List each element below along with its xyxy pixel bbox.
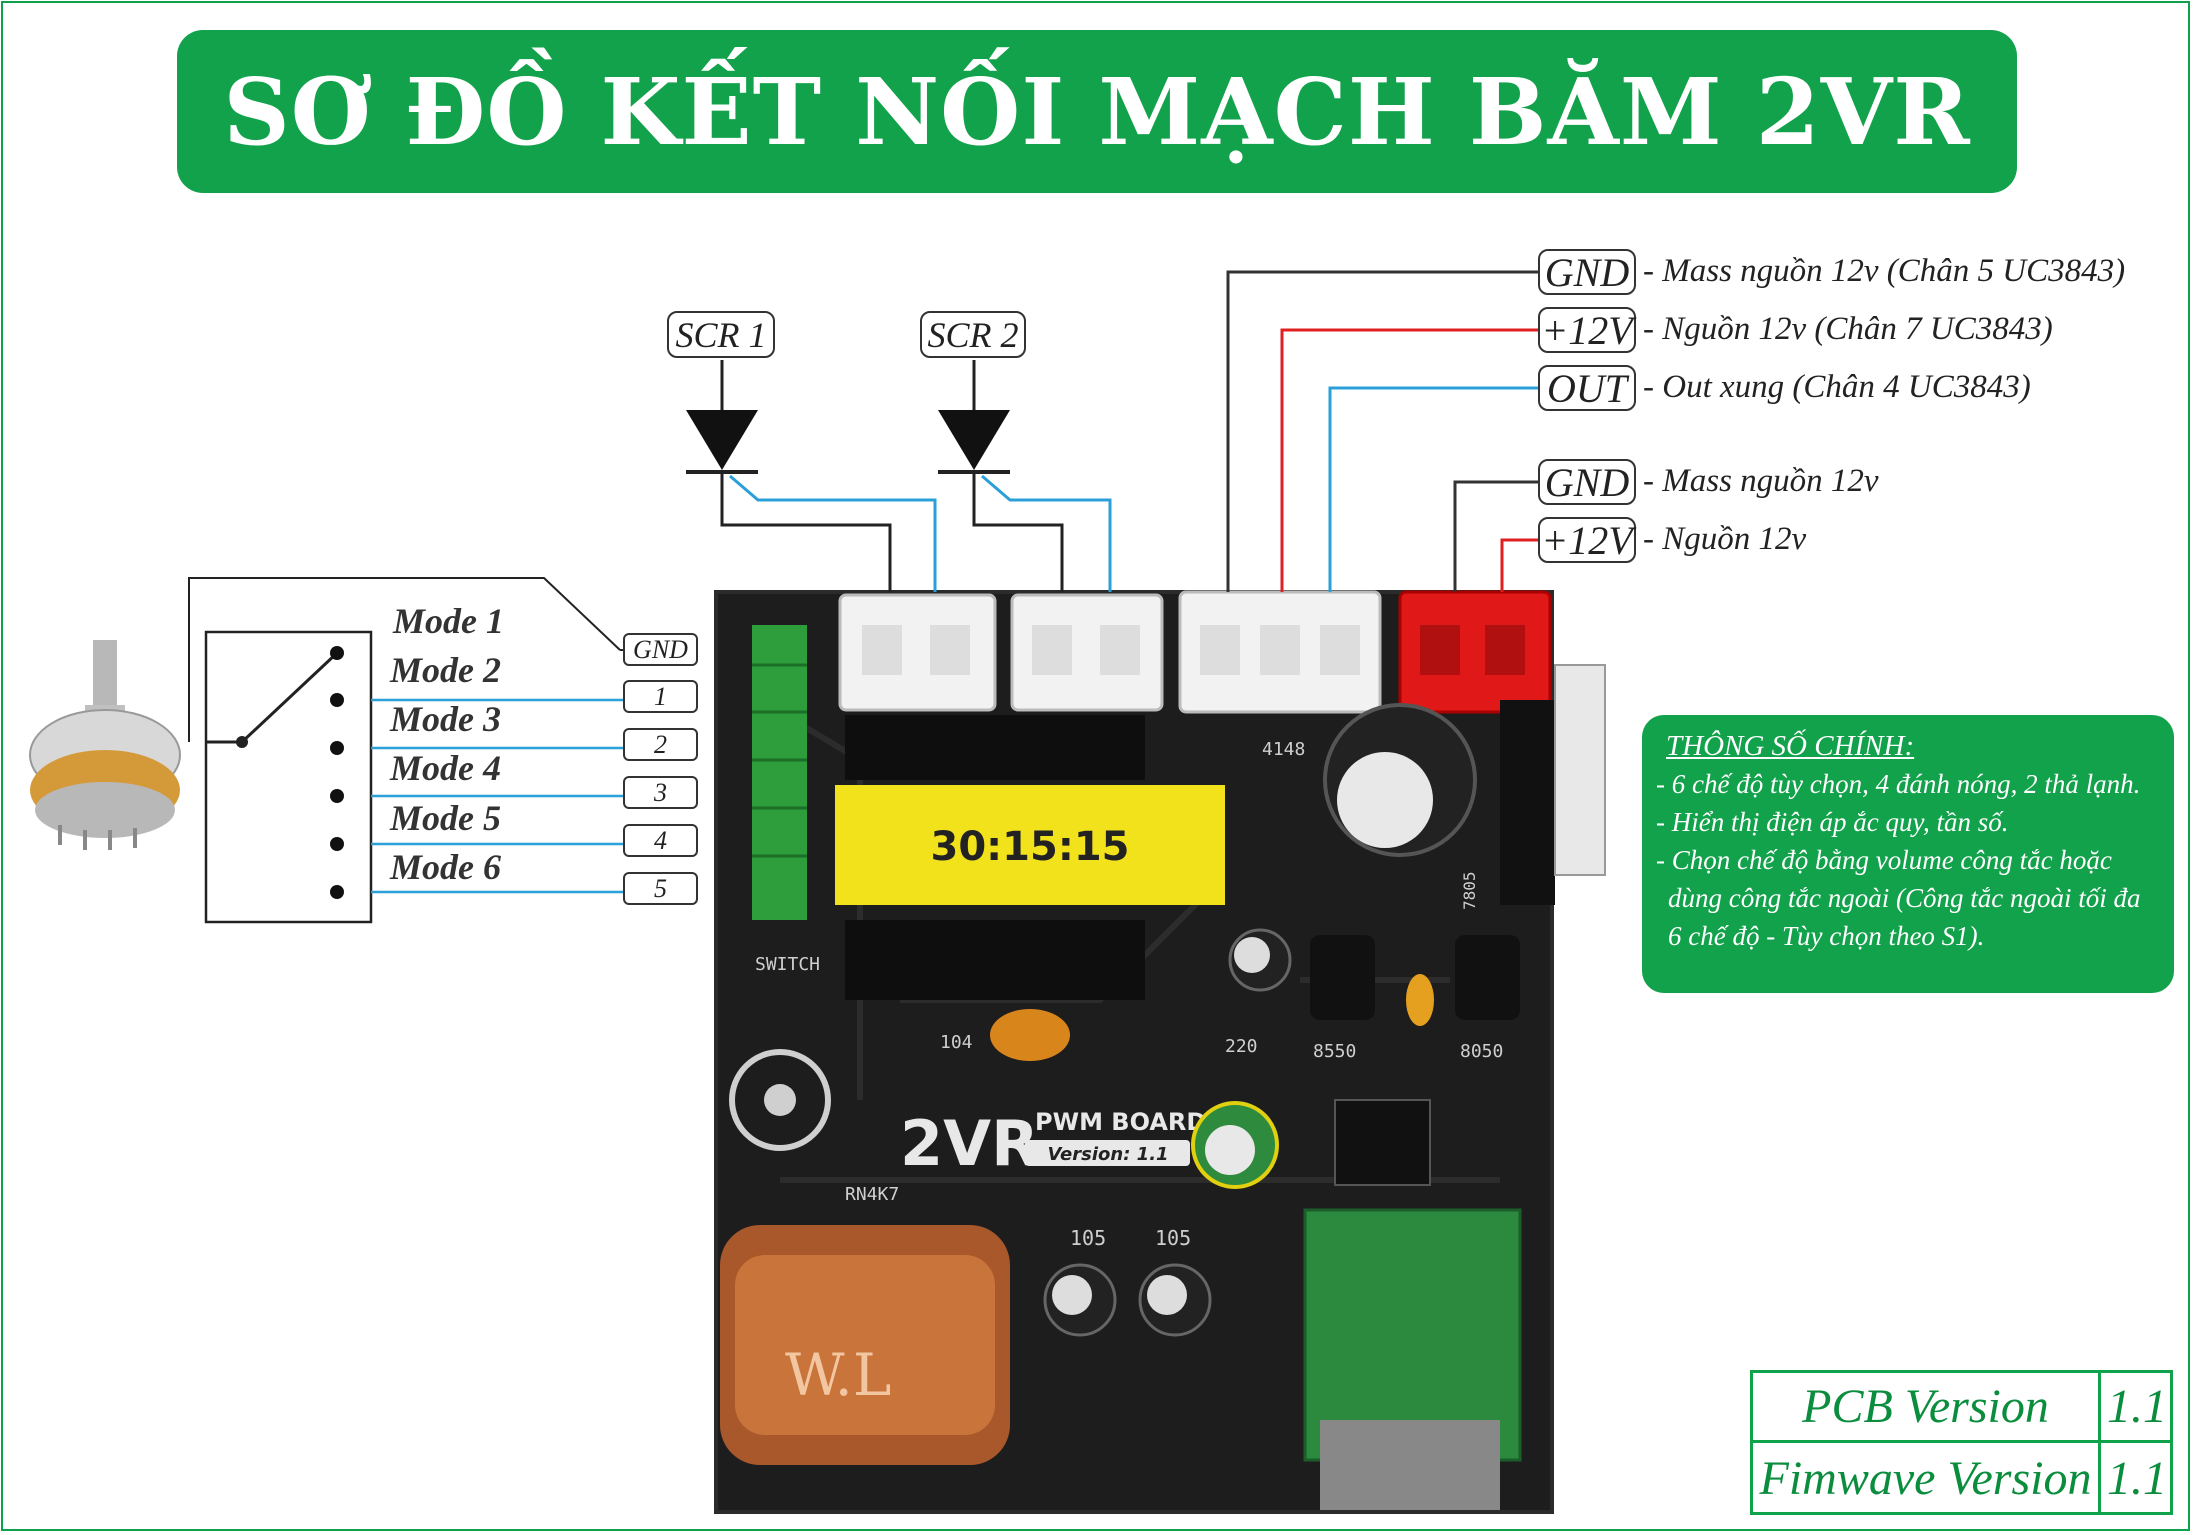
switch-pin-3: 3 <box>623 776 698 809</box>
power-wires <box>1226 270 1538 592</box>
version-table: PCB Version 1.1 Fimwave Version 1.1 <box>1750 1370 2173 1515</box>
capacitor-green-top <box>1205 1125 1255 1175</box>
potentiometer-board <box>1303 1208 1522 1510</box>
capacitor-104 <box>990 1009 1070 1061</box>
connector-scr2 <box>1010 593 1164 712</box>
version-row-pcb: PCB Version 1.1 <box>1753 1373 2170 1443</box>
capacitor-105a-top <box>1052 1275 1092 1315</box>
silk-8050: 8050 <box>1460 1041 1503 1062</box>
silk-105a: 105 <box>1070 1226 1106 1250</box>
pin-gnd-12v: GND <box>1538 459 1636 505</box>
desc-gnd-12v: - Mass nguồn 12v <box>1643 463 1879 499</box>
silk-switch: SWITCH <box>755 954 820 975</box>
pin-12v-uc: +12V <box>1538 307 1636 353</box>
scr2-label: SCR 2 <box>920 311 1026 358</box>
board-subtitle: PWM BOARD <box>1035 1108 1206 1136</box>
switch-pin-2: 2 <box>623 728 698 761</box>
mode-6-label: Mode 6 <box>390 847 501 887</box>
mode-4-label: Mode 4 <box>390 748 501 788</box>
mode-2-label: Mode 2 <box>390 650 501 690</box>
specs-item: - 6 chế độ tùy chọn, 4 đánh nóng, 2 thả … <box>1656 769 2141 799</box>
page-title: SƠ ĐỒ KẾT NỐI MẠCH BĂM 2VR <box>223 57 1971 166</box>
desc-12v-uc: - Nguồn 12v (Chân 7 UC3843) <box>1643 311 2053 347</box>
coil-label: W.L <box>785 1341 891 1409</box>
connector-power-3pin <box>1178 590 1382 714</box>
switch-pin-1: 1 <box>623 680 698 713</box>
specs-item: 6 chế độ - Tùy chọn theo S1). <box>1668 921 1985 951</box>
scr2-symbol <box>938 360 1112 592</box>
version-label: Fimwave Version <box>1753 1443 2101 1513</box>
version-value: 1.1 <box>2107 1380 2167 1433</box>
board-name: 2VR <box>900 1107 1039 1180</box>
silk-8550: 8550 <box>1313 1041 1356 1062</box>
manufacturer-logo <box>729 1049 831 1151</box>
title-banner: SƠ ĐỒ KẾT NỐI MẠCH BĂM 2VR <box>177 30 2017 193</box>
rotary-switch-schematic <box>188 577 650 924</box>
silk-104: 104 <box>940 1032 973 1053</box>
resistor-yellow <box>1406 974 1434 1026</box>
specs-item: dùng công tắc ngoài (Công tắc ngoài tối … <box>1668 883 2141 913</box>
copper-coil: W.L <box>720 1225 1010 1465</box>
optocoupler <box>1334 1099 1431 1186</box>
desc-gnd-uc: - Mass nguồn 12v (Chân 5 UC3843) <box>1643 253 2126 289</box>
transistor-8050 <box>1455 935 1520 1020</box>
desc-12v-main: - Nguồn 12v <box>1643 521 1807 557</box>
pcb-board: SWITCH 30:15:15 4148 7805 8550 8050 104 <box>714 590 1606 1514</box>
switch-pin-5: 5 <box>623 872 698 905</box>
transformer: 30:15:15 <box>835 715 1225 1000</box>
pin-12v-main: +12V <box>1538 517 1636 563</box>
capacitor-small-top <box>1234 937 1270 973</box>
silk-diode: 4148 <box>1262 739 1305 760</box>
version-plate <box>1025 1140 1190 1166</box>
silk-220: 220 <box>1225 1036 1258 1057</box>
mode-3-label: Mode 3 <box>390 699 501 739</box>
switch-pin-4: 4 <box>623 824 698 857</box>
voltage-regulator <box>1500 664 1606 905</box>
transformer-label: 30:15:15 <box>931 824 1130 870</box>
mode-1-label: Mode 1 <box>393 601 504 641</box>
version-value: 1.1 <box>2107 1451 2167 1505</box>
connector-power-red <box>1398 590 1552 714</box>
pin-out-uc: OUT <box>1538 365 1636 411</box>
capacitor-large <box>1323 703 1477 857</box>
specs-box: THÔNG SỐ CHÍNH: - 6 chế độ tùy chọn, 4 đ… <box>1642 715 2174 993</box>
specs-item: - Chọn chế độ bằng volume công tắc hoặc <box>1656 845 2112 875</box>
capacitor-105b-top <box>1147 1275 1187 1315</box>
silk-105b: 105 <box>1155 1226 1191 1250</box>
mode-5-label: Mode 5 <box>390 798 501 838</box>
connector-scr1 <box>838 593 997 712</box>
version-label: PCB Version <box>1753 1373 2101 1440</box>
board-version: Version: 1.1 <box>1047 1144 1168 1165</box>
scr1-symbol <box>686 360 937 592</box>
scr1-label: SCR 1 <box>667 311 775 358</box>
silk-rn: RN4K7 <box>845 1184 899 1205</box>
specs-item: - Hiển thị điện áp ắc quy, tần số. <box>1656 807 2009 837</box>
rotary-potentiometer-photo <box>29 640 181 850</box>
pin-gnd-uc: GND <box>1538 249 1636 295</box>
desc-out-uc: - Out xung (Chân 4 UC3843) <box>1643 369 2031 405</box>
silk-regulator: 7805 <box>1460 871 1479 910</box>
version-row-firmware: Fimwave Version 1.1 <box>1753 1443 2170 1513</box>
switch-pin-gnd: GND <box>623 633 698 666</box>
specs-title: THÔNG SỐ CHÍNH: <box>1666 730 1915 762</box>
transistor-8550 <box>1310 935 1375 1020</box>
switch-header <box>752 625 807 920</box>
